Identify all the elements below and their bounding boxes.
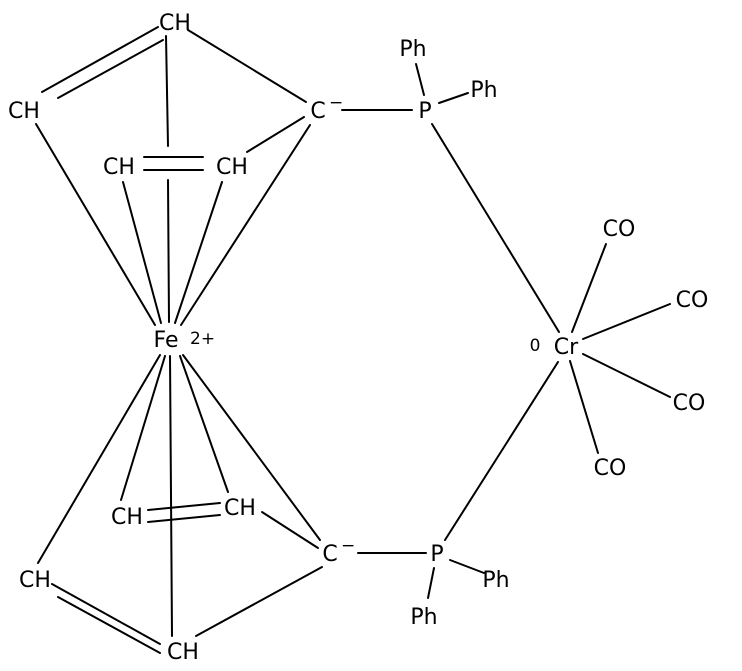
atom-c-lower: C — [322, 542, 337, 567]
bond-fe-chlowinright — [179, 355, 229, 493]
bond-cr-co3 — [582, 353, 671, 398]
atom-co-1: CO — [603, 217, 636, 242]
atom-c-upper: C — [310, 99, 325, 124]
atom-co-2: CO — [676, 288, 709, 313]
bond-plow-cr — [444, 361, 559, 541]
bond-cr-co4 — [569, 360, 599, 454]
bond-chlowin-a — [147, 502, 221, 511]
bond-plow-ph2 — [427, 567, 435, 599]
bond-chinright-fe — [174, 181, 223, 324]
atom-p-upper: P — [418, 99, 431, 124]
atom-fe: Fe — [154, 328, 179, 353]
bond-cr-co1 — [571, 243, 607, 333]
bond-chtop-chul-a — [41, 26, 159, 93]
bond-fe-chll — [37, 354, 161, 564]
bond-chtop-axis-fe — [167, 179, 170, 323]
charge-cr: 0 — [530, 336, 541, 356]
bond-fe-clow — [182, 354, 321, 541]
atom-ch-upper-left: CH — [8, 99, 40, 124]
atom-ch-lower-inner-left: CH — [111, 505, 143, 530]
atom-ph-lower-2: Ph — [410, 605, 437, 630]
bond-cr-co2 — [582, 303, 671, 340]
atom-cr: Cr — [554, 335, 579, 360]
atom-co-3: CO — [673, 391, 706, 416]
bond-chul-fe — [35, 123, 156, 326]
atom-ph-lower-1: Ph — [482, 568, 509, 593]
bond-chbottom-clow — [195, 566, 323, 637]
atom-ph-upper-2: Ph — [470, 78, 497, 103]
bond-chinleft-fe — [122, 181, 162, 324]
bond-fe-chbottom — [169, 355, 173, 637]
bond-chinright-cup — [246, 116, 305, 153]
bond-chtop-chul-b — [57, 39, 164, 99]
atom-ch-upper-inner-right: CH — [216, 155, 248, 180]
charge-fe: 2+ — [190, 329, 215, 349]
atom-ph-upper-1: Ph — [399, 37, 426, 62]
atom-labels: CH CH CH CH C − P Ph Ph Fe 2+ 0 Cr CO CO… — [8, 11, 708, 665]
bond-fe-chlowinleft — [120, 355, 166, 501]
atom-ch-lower-left: CH — [19, 568, 51, 593]
bond-chlowinright-clow — [261, 511, 319, 549]
bond-plow-ph1 — [449, 559, 485, 574]
atom-p-lower: P — [430, 542, 443, 567]
bond-pup-cr — [431, 123, 560, 333]
bond-chll-chbottom-b — [57, 596, 161, 654]
bond-chll-chbottom-a — [51, 583, 161, 645]
bonds — [35, 26, 671, 654]
bond-chlowin-b — [147, 514, 221, 523]
bond-chtop-cup — [187, 29, 307, 103]
charge-c-upper: − — [329, 93, 343, 113]
charge-c-lower: − — [341, 536, 355, 556]
atom-co-4: CO — [594, 456, 627, 481]
bond-cup-fe — [180, 124, 311, 326]
atom-ch-lower-inner-right: CH — [224, 496, 256, 521]
atom-ch-top: CH — [159, 11, 191, 36]
atom-ch-upper-inner-left: CH — [103, 155, 135, 180]
bond-pup-ph1 — [415, 63, 425, 96]
bond-chtop-fe — [165, 35, 169, 147]
bond-pup-ph2 — [438, 92, 469, 104]
atom-ch-bottom: CH — [167, 640, 199, 665]
